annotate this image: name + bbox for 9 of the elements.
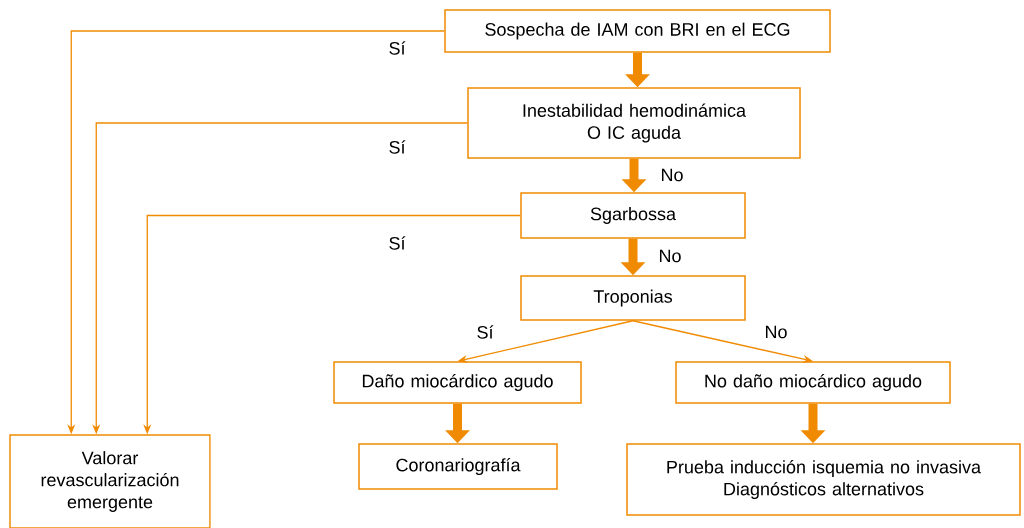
process-box: Coronariografía	[358, 443, 558, 490]
process-box: Sgarbossa	[520, 192, 746, 239]
process-box: Daño miocárdico agudo	[333, 361, 582, 404]
process-box: Inestabilidad hemodinámica O IC aguda	[467, 87, 801, 159]
process-box: Valorar revascularización emergente	[9, 434, 211, 528]
process-box: No daño miocárdico agudo	[675, 361, 951, 404]
process-box: Sospecha de IAM con BRI en el ECG	[444, 9, 831, 53]
process-box: Troponias	[520, 275, 746, 321]
process-box: Prueba inducción isquemia no invasiva Diagnósticos alternativos	[626, 443, 1021, 516]
